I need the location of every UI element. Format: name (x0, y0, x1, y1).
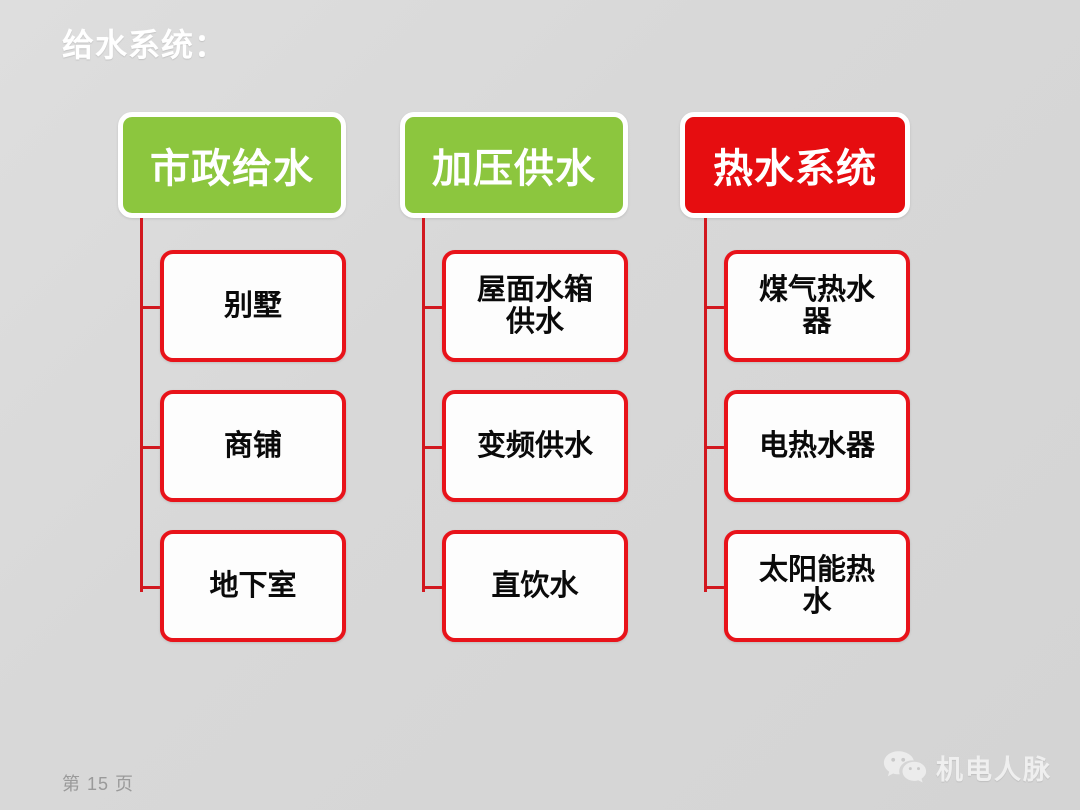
leaf-box-2-1[interactable]: 电热水器 (724, 390, 910, 502)
leaf-box-2-0[interactable]: 煤气热水 器 (724, 250, 910, 362)
watermark: 机电人脉 (883, 748, 1052, 787)
branch-line-0-2 (140, 586, 162, 589)
leaf-box-0-2[interactable]: 地下室 (160, 530, 346, 642)
leaf-box-1-2[interactable]: 直饮水 (442, 530, 628, 642)
leaf-label: 直饮水 (491, 569, 579, 602)
page-number: 第 15 页 (62, 774, 135, 794)
branch-line-0-1 (140, 446, 162, 449)
leaf-label: 地下室 (209, 569, 297, 602)
leaf-label: 煤气热水 器 (758, 273, 875, 338)
leaf-list-0: 别墅 商铺 地下室 (118, 218, 346, 642)
leaf-box-1-1[interactable]: 变频供水 (442, 390, 628, 502)
leaf-box-0-0[interactable]: 别墅 (160, 250, 346, 362)
flow-column-0: 市政给水 别墅 商铺 地下室 (118, 112, 346, 642)
branch-line-1-2 (422, 586, 444, 589)
branch-line-2-1 (704, 446, 726, 449)
branch-line-1-1 (422, 446, 444, 449)
trunk-line-1 (422, 218, 425, 592)
flow-column-2: 热水系统 煤气热水 器 电热水器 太阳能热 水 (680, 112, 910, 642)
watermark-text: 机电人脉 (936, 755, 1052, 785)
leaf-box-0-1[interactable]: 商铺 (160, 390, 346, 502)
leaf-label: 变频供水 (476, 429, 593, 462)
branch-line-2-2 (704, 586, 726, 589)
trunk-line-0 (140, 218, 143, 592)
column-header-2[interactable]: 热水系统 (680, 112, 910, 218)
wechat-icon (883, 750, 927, 786)
leaf-label: 别墅 (223, 289, 282, 322)
flow-column-1: 加压供水 屋面水箱 供水 变频供水 直饮水 (400, 112, 628, 642)
leaf-list-2: 煤气热水 器 电热水器 太阳能热 水 (680, 218, 910, 642)
column-header-0[interactable]: 市政给水 (118, 112, 346, 218)
branch-line-0-0 (140, 306, 162, 309)
page-title: 给水系统： (62, 27, 228, 63)
leaf-list-1: 屋面水箱 供水 变频供水 直饮水 (400, 218, 628, 642)
column-header-1[interactable]: 加压供水 (400, 112, 628, 218)
leaf-label: 电热水器 (758, 429, 875, 462)
leaf-label: 太阳能热 水 (758, 553, 875, 618)
trunk-line-2 (704, 218, 707, 592)
leaf-label: 商铺 (223, 429, 282, 462)
leaf-box-2-2[interactable]: 太阳能热 水 (724, 530, 910, 642)
branch-line-1-0 (422, 306, 444, 309)
leaf-box-1-0[interactable]: 屋面水箱 供水 (442, 250, 628, 362)
leaf-label: 屋面水箱 供水 (476, 273, 593, 338)
branch-line-2-0 (704, 306, 726, 309)
